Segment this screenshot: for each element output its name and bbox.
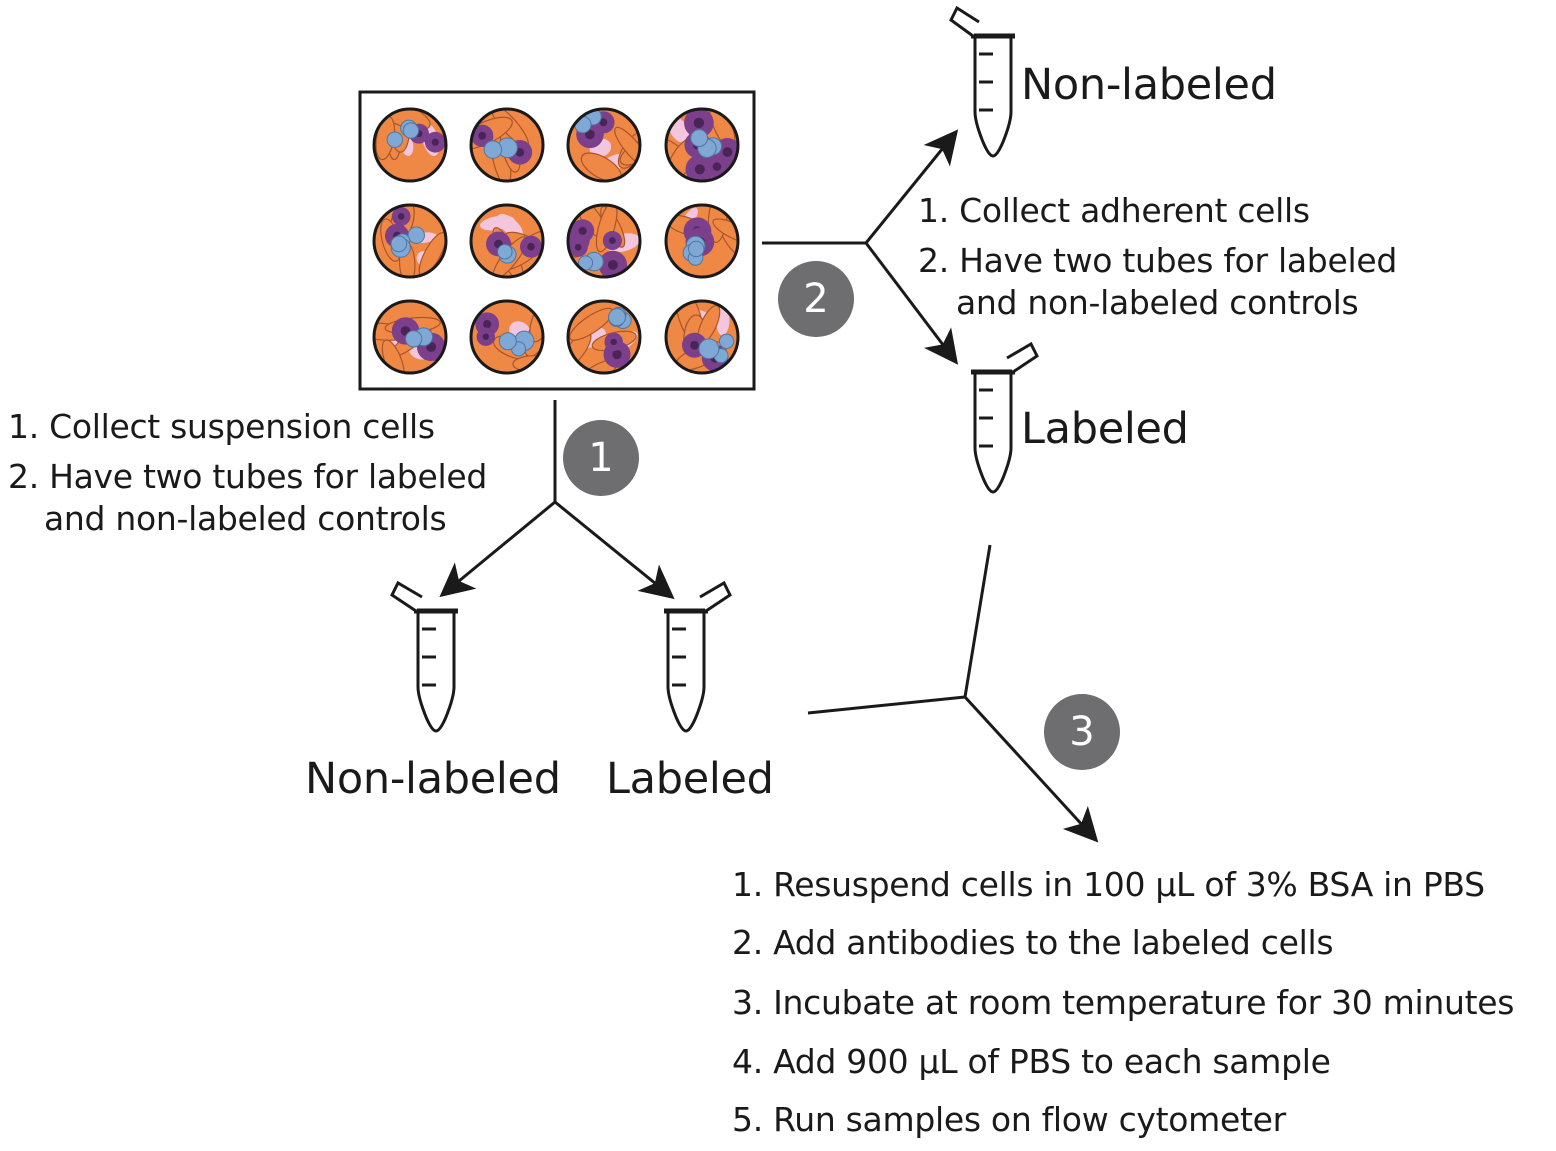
path3-step-1: 1. Resuspend cells in 100 μL of 3% BSA i… xyxy=(732,865,1485,904)
step-badge-3: 3 xyxy=(1044,694,1120,770)
path1-step-1: 1. Collect suspension cells xyxy=(8,407,435,446)
culture-well xyxy=(469,299,545,375)
culture-well xyxy=(566,299,642,375)
culture-well xyxy=(566,107,642,183)
culture-well xyxy=(469,203,545,279)
culture-well xyxy=(469,107,545,183)
path2-step-2: 2. Have two tubes for labeled xyxy=(918,241,1397,280)
path1-connector xyxy=(439,400,675,600)
tube-bottom-non-labeled xyxy=(390,580,458,731)
tube-bottom-labeled xyxy=(664,580,732,731)
path3-step-3: 3. Incubate at room temperature for 30 m… xyxy=(732,983,1515,1022)
tube-top-non-labeled xyxy=(949,5,1015,156)
path1-step-2-cont: and non-labeled controls xyxy=(44,499,447,538)
path3-step-5: 5. Run samples on flow cytometer xyxy=(732,1100,1286,1139)
path1-step-2: 2. Have two tubes for labeled xyxy=(8,457,487,496)
step-badge-2: 2 xyxy=(778,261,854,337)
path3-step-4: 4. Add 900 μL of PBS to each sample xyxy=(732,1042,1331,1081)
well-plate xyxy=(358,90,756,391)
step-badge-1: 1 xyxy=(563,420,639,496)
label-bottom-labeled: Labeled xyxy=(606,754,774,804)
wells-group xyxy=(372,107,740,375)
path3-connector xyxy=(807,544,1099,843)
label-top-non-labeled: Non-labeled xyxy=(1021,60,1277,110)
tube-top-labeled xyxy=(971,341,1039,492)
culture-well xyxy=(566,203,642,279)
path3-step-2: 2. Add antibodies to the labeled cells xyxy=(732,923,1334,962)
culture-well xyxy=(372,299,448,375)
path2-connector xyxy=(762,129,959,365)
label-top-labeled: Labeled xyxy=(1021,404,1189,454)
label-bottom-non-labeled: Non-labeled xyxy=(305,754,561,804)
culture-well xyxy=(664,107,740,183)
culture-well xyxy=(664,203,740,279)
path2-step-1: 1. Collect adherent cells xyxy=(918,191,1310,230)
culture-well xyxy=(372,203,448,279)
culture-well xyxy=(372,107,448,183)
path2-step-2-cont: and non-labeled controls xyxy=(956,283,1359,322)
